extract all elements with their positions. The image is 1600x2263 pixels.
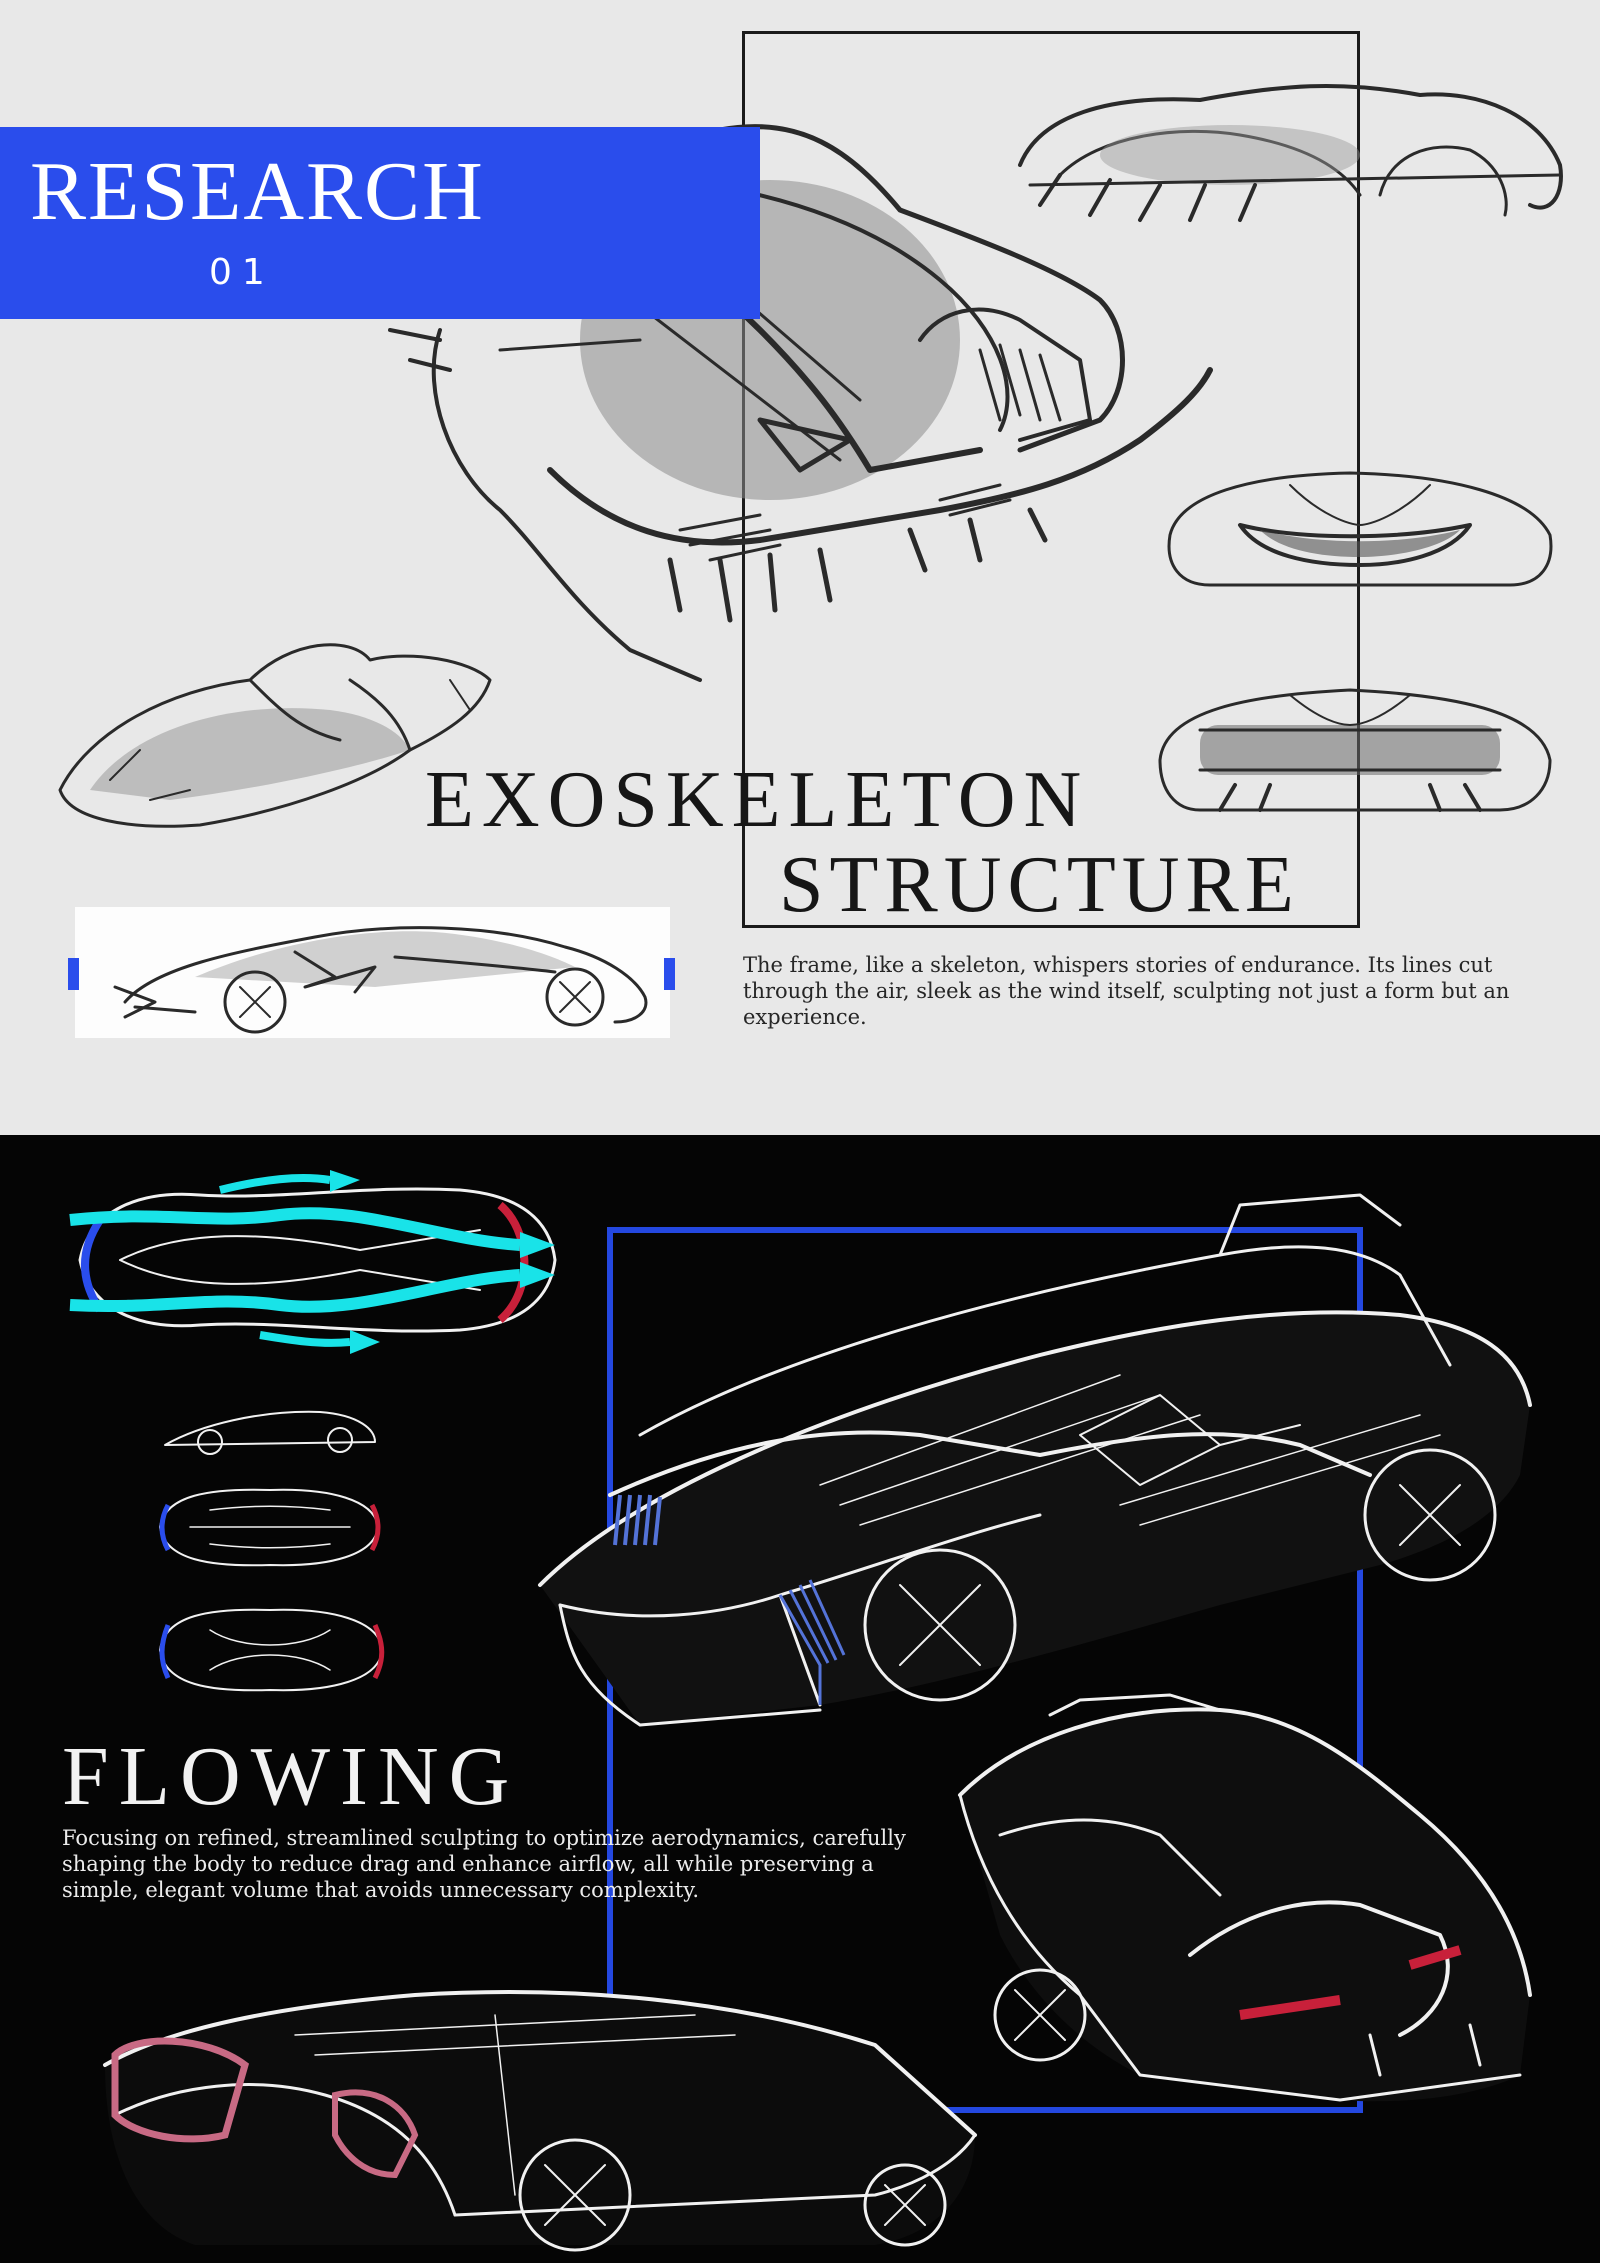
- research-title: RESEARCH: [30, 145, 485, 238]
- top-view-thumbnail: [159, 1488, 381, 1567]
- rear-dark-sketch: [103, 1990, 977, 2252]
- side-view-marker-right: [664, 958, 675, 990]
- front-quarter-dark-sketch: [538, 1193, 1532, 1727]
- airflow-top-view-sketch: [69, 1170, 557, 1354]
- airflow-arrow-icon: [520, 1262, 555, 1288]
- rear-top-sketch: [1018, 83, 1563, 222]
- exoskeleton-title: EXOSKELETON: [425, 756, 1090, 844]
- flowing-title: FLOWING: [62, 1730, 520, 1823]
- side-view-marker-left: [68, 958, 79, 990]
- structure-title: STRUCTURE: [775, 845, 1304, 925]
- flowing-description: Focusing on refined, streamlined sculpti…: [62, 1826, 906, 1902]
- airflow-arrow-icon: [520, 1232, 555, 1258]
- airflow-arrow-icon: [350, 1330, 380, 1354]
- exoskeleton-description: The frame, like a skeleton, whispers sto…: [743, 953, 1510, 1029]
- rear-quarter-dark-sketch: [958, 1693, 1532, 2102]
- top-down-sketch: [58, 643, 492, 828]
- side-view-card: [75, 907, 670, 1038]
- flowing-section: FLOWING Focusing on refined, streamlined…: [0, 1135, 1600, 2263]
- bottom-view-thumbnail: [159, 1608, 385, 1692]
- side-view-sketch: [113, 926, 648, 1034]
- airflow-arrow-icon: [330, 1170, 360, 1192]
- exoskeleton-section: RESEARCH 01 EXOSKELETON STRUCTURE The fr…: [0, 31, 1563, 1038]
- research-number: 01: [209, 252, 275, 293]
- research-banner: [0, 127, 760, 319]
- side-view-thumbnail: [164, 1410, 376, 1455]
- rear-view-sketch: [1158, 688, 1552, 812]
- front-view-sketch: [1167, 471, 1553, 587]
